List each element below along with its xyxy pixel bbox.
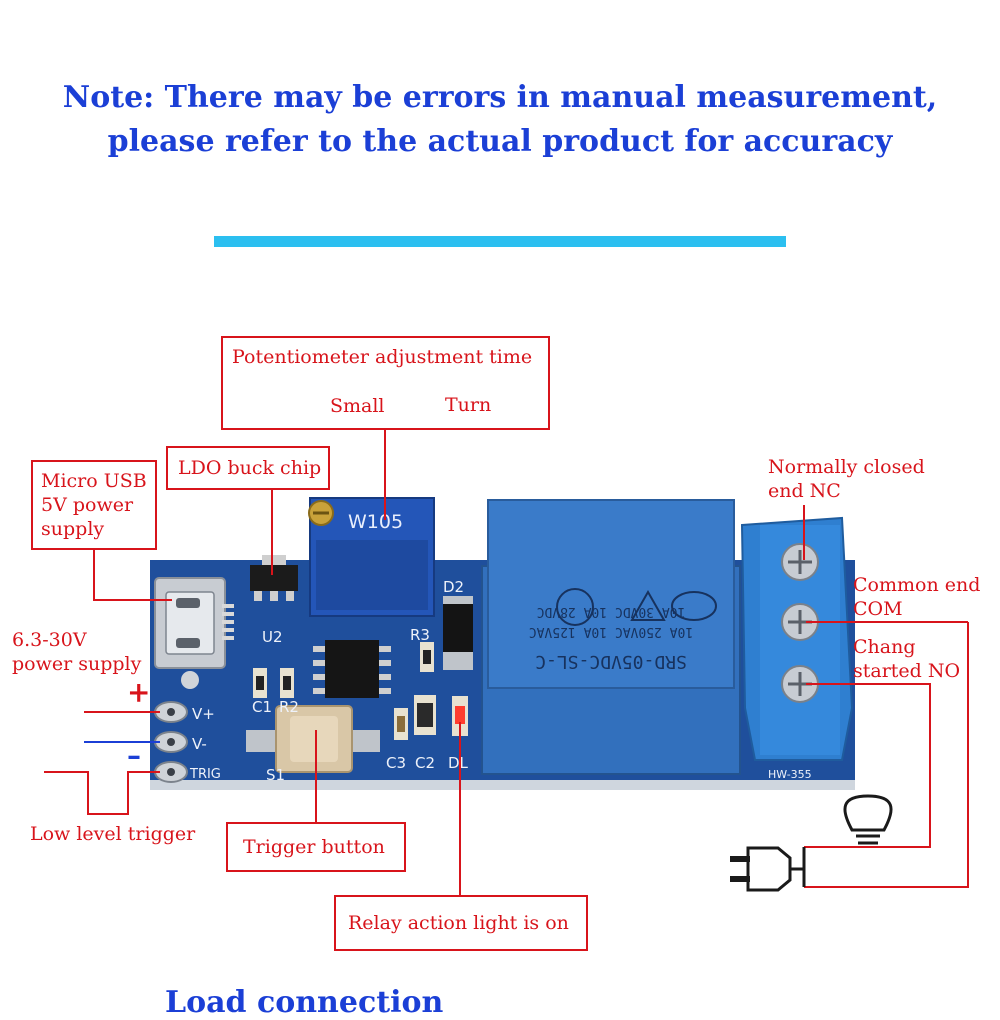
micro-usb-label-1: Micro USB bbox=[41, 470, 147, 492]
potentiometer-label-box bbox=[221, 336, 550, 430]
pcb-edge bbox=[150, 780, 855, 790]
relay-rating-1: 10A 250VAC 10A 125VAC bbox=[529, 624, 693, 639]
pot-marking: W105 bbox=[348, 511, 403, 533]
plus-symbol: + bbox=[127, 676, 151, 709]
silk-r3: R3 bbox=[410, 626, 430, 644]
ldo-label-box bbox=[166, 446, 330, 490]
silk-u2: U2 bbox=[262, 628, 283, 646]
relay-model-text: SRD-05VDC-SL-C bbox=[535, 651, 687, 672]
relay-light-label: Relay action light is on bbox=[348, 912, 569, 934]
tactile-switch-s1 bbox=[246, 705, 380, 773]
diode-d2 bbox=[443, 596, 473, 670]
warning-triangle-icon bbox=[630, 589, 666, 621]
relay-rating-2: 10A 30VDC 10A 28VDC bbox=[537, 604, 686, 619]
screw-terminal-block bbox=[740, 516, 854, 761]
com-label-1: Common end bbox=[853, 574, 981, 596]
low-level-trigger-label: Low level trigger bbox=[30, 823, 196, 845]
no-label-2: started NO bbox=[853, 660, 961, 682]
turn-label: Turn bbox=[445, 394, 492, 416]
potentiometer-label: Potentiometer adjustment time bbox=[232, 346, 533, 368]
silk-r2: R2 bbox=[279, 698, 299, 716]
silk-c2: C2 bbox=[415, 754, 435, 772]
power-plug-icon bbox=[730, 846, 806, 892]
light-bulb-icon bbox=[843, 794, 893, 845]
silk-dl: DL bbox=[448, 754, 469, 772]
micro-usb-label-box bbox=[31, 460, 157, 550]
small-label: Small bbox=[330, 395, 385, 417]
note-line-1: Note: There may be errors in manual meas… bbox=[62, 80, 938, 115]
silk-model: HW-355 bbox=[768, 768, 812, 781]
footer-heading: Load connection bbox=[165, 985, 444, 1020]
com-label-2: COM bbox=[853, 598, 903, 620]
leader-lines bbox=[44, 428, 969, 895]
note-line-2: please refer to the actual product for a… bbox=[107, 124, 893, 159]
ul-mark-icon bbox=[556, 588, 594, 626]
silk-d2: D2 bbox=[443, 578, 464, 596]
timer-chip bbox=[313, 640, 391, 698]
cqc-mark-icon bbox=[671, 591, 717, 621]
minus-symbol: – bbox=[127, 739, 141, 772]
silk-s1: S1 bbox=[266, 766, 285, 784]
relay-light-label-box bbox=[334, 895, 588, 951]
ldo-label: LDO buck chip bbox=[178, 457, 322, 479]
power-supply-label-1: 6.3-30V bbox=[12, 629, 87, 651]
no-label-1: Chang bbox=[853, 636, 916, 658]
silk-c1: C1 bbox=[252, 698, 272, 716]
relay: SRD-05VDC-SL-C 10A 250VAC 10A 125VAC 10A… bbox=[481, 499, 741, 775]
potentiometer: W105 bbox=[308, 497, 435, 617]
accent-divider bbox=[214, 236, 786, 247]
power-supply-label-2: power supply bbox=[12, 653, 142, 675]
silk-c3: C3 bbox=[386, 754, 406, 772]
micro-usb-connector bbox=[154, 577, 234, 689]
silk-pin-trig: TRIG bbox=[189, 767, 221, 782]
input-pins bbox=[154, 701, 188, 783]
micro-usb-label-3: supply bbox=[41, 518, 105, 540]
micro-usb-label-2: 5V power bbox=[41, 494, 134, 516]
small-components bbox=[253, 642, 468, 740]
silk-pin-vplus: V+ bbox=[192, 705, 215, 723]
trigger-button-label: Trigger button bbox=[243, 836, 385, 858]
nc-label-1: Normally closed bbox=[768, 456, 925, 478]
silk-pin-vminus: V- bbox=[192, 735, 207, 753]
ldo-chip-u2 bbox=[250, 555, 298, 601]
nc-label-2: end NC bbox=[768, 480, 841, 502]
trigger-button-label-box bbox=[226, 822, 406, 872]
